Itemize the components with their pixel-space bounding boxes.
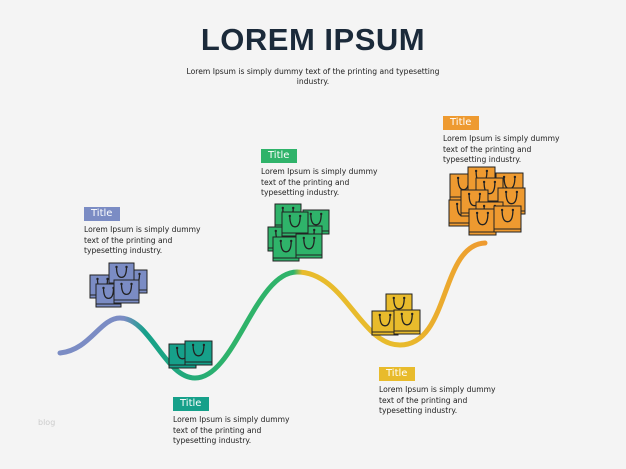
step-2-title: Title bbox=[173, 397, 210, 411]
shopping-bag-icon bbox=[184, 340, 213, 366]
step-4-text: Lorem Ipsum is simply dummy text of the … bbox=[379, 385, 496, 415]
step-4: Title Lorem Ipsum is simply dummy text o… bbox=[379, 361, 554, 417]
step-1-text: Lorem Ipsum is simply dummy text of the … bbox=[84, 225, 201, 255]
step-5: Title Lorem Ipsum is simply dummy text o… bbox=[443, 110, 618, 166]
shopping-bag-icon bbox=[113, 279, 140, 304]
watermark: blog bbox=[38, 418, 56, 427]
shopping-bag-icon bbox=[493, 205, 522, 233]
shopping-bag-icon bbox=[281, 211, 309, 237]
step-4-title: Title bbox=[379, 367, 416, 381]
page-subtitle: Lorem Ipsum is simply dummy text of the … bbox=[186, 67, 440, 86]
step-2: Title Lorem Ipsum is simply dummy text o… bbox=[173, 391, 348, 447]
shopping-bag-icon bbox=[393, 309, 421, 335]
step-5-title: Title bbox=[443, 116, 480, 130]
step-2-text: Lorem Ipsum is simply dummy text of the … bbox=[173, 415, 290, 445]
shopping-bag-icon bbox=[468, 208, 497, 236]
wave-curve bbox=[57, 240, 488, 381]
step-1: Title Lorem Ipsum is simply dummy text o… bbox=[84, 201, 259, 257]
step-1-title: Title bbox=[84, 207, 121, 221]
shopping-bag-icon bbox=[295, 233, 323, 259]
step-5-text: Lorem Ipsum is simply dummy text of the … bbox=[443, 134, 560, 164]
step-3-title: Title bbox=[261, 149, 298, 163]
page-title: LOREM IPSUM bbox=[200, 22, 426, 57]
step-3-text: Lorem Ipsum is simply dummy text of the … bbox=[261, 167, 378, 197]
step-3: Title Lorem Ipsum is simply dummy text o… bbox=[261, 143, 436, 199]
shopping-bag-icon bbox=[272, 236, 300, 262]
